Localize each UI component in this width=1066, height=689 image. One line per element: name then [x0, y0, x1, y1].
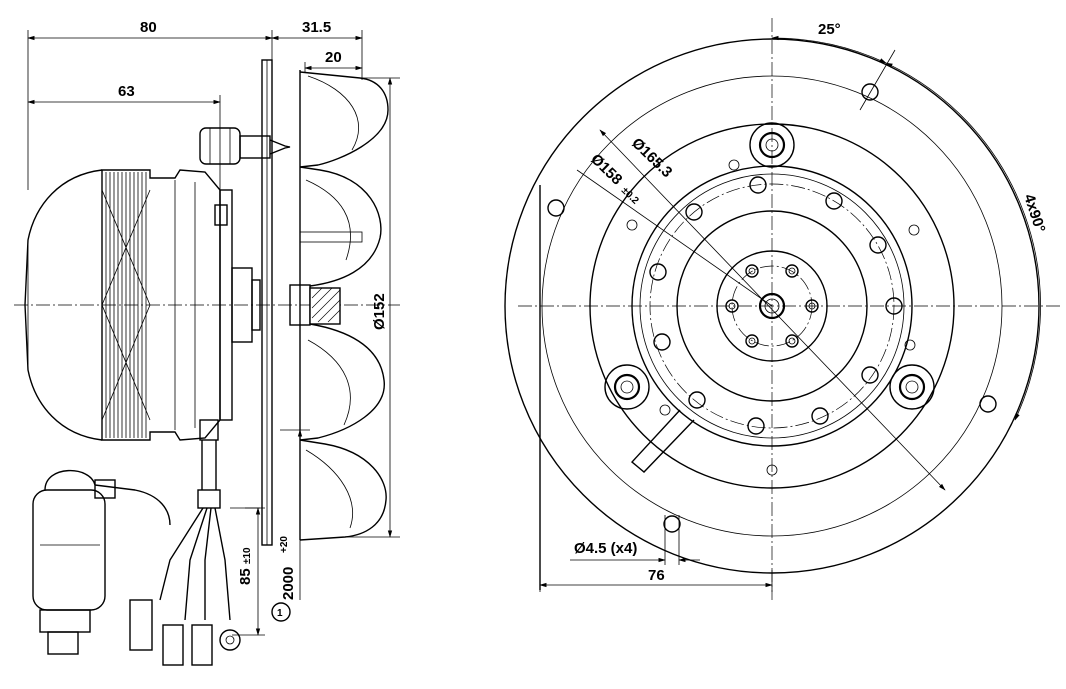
dim-hole-dia: Ø4.5 (x4)	[574, 540, 637, 557]
dim-strip-length-tol: ±10	[242, 547, 253, 564]
dim-angle-offset: 25°	[818, 21, 841, 38]
dim-overall-length: 80	[140, 19, 157, 36]
dim-arc-90	[885, 62, 1041, 421]
dim-strip-length: 85	[237, 568, 254, 585]
dim-cable-length: 2000	[280, 567, 297, 600]
dim-impeller-dia: Ø152	[371, 293, 388, 330]
dim-pilot-dia: Ø158	[587, 151, 625, 189]
motor-dome	[24, 169, 103, 441]
dim-arc-25	[771, 35, 887, 64]
impeller-side	[289, 70, 389, 541]
flange-holes	[649, 176, 903, 435]
dim-motor-length: 63	[118, 83, 135, 100]
dim-impeller-width: 31.5	[302, 19, 331, 36]
dim-offset: 76	[648, 567, 665, 584]
dim-bolt-circle: Ø165.3	[628, 135, 675, 181]
motor-cooling-ribs	[101, 172, 196, 438]
note-marker: 1	[277, 608, 283, 619]
cable-bundle	[159, 419, 231, 621]
wire-terminals	[129, 599, 241, 666]
dim-blade-width: 20	[325, 49, 342, 66]
capacitor	[32, 469, 171, 655]
note-marker-circle	[271, 602, 291, 622]
front-view: Ø165.3 Ø158 ±0.2 25° 4x90° Ø4.5 (x4) 76	[504, 18, 1062, 600]
terminal-screw	[199, 127, 291, 226]
dim-cable-length-tol: +20	[279, 536, 290, 553]
side-view: 80 63 31.5 20 Ø152 2000 +20 85 ±10 1	[14, 19, 400, 666]
cable-exit	[630, 409, 695, 473]
